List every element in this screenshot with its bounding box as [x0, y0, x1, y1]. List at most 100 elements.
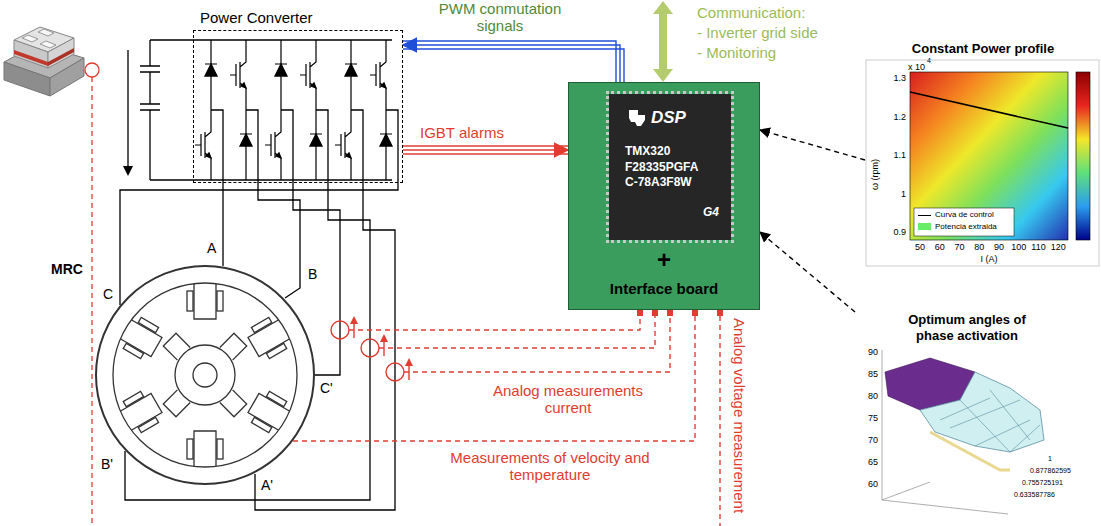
phase-terminal: C'	[320, 380, 333, 396]
axis-tick: 70	[954, 242, 964, 252]
igbt-module-illustration	[48, 48, 74, 66]
sensor-line	[85, 63, 99, 526]
pwm-signal-bus	[403, 49, 624, 82]
stator-drawing	[217, 439, 223, 459]
stator-drawing	[266, 343, 286, 358]
converter-circuit	[345, 40, 357, 110]
alarm-signal-bus	[403, 145, 568, 146]
axis-tick: 80	[868, 391, 878, 401]
chart-title: Constant Power profile	[865, 42, 1101, 57]
igbt-module-illustration	[48, 38, 74, 68]
stator-drawing	[163, 390, 190, 417]
stator-drawing	[251, 317, 271, 332]
stator-drawing	[113, 283, 297, 467]
axis-tick: 0.877862595	[1030, 467, 1071, 475]
data-pointer	[760, 130, 865, 160]
stator-drawing	[123, 391, 143, 406]
plus-sign: +	[569, 246, 759, 274]
block-title: Power Converter	[200, 9, 313, 26]
current-sensor	[350, 316, 358, 324]
motor-wire	[255, 110, 395, 510]
axis-title: I (A)	[981, 254, 998, 264]
axis-tick: 90	[868, 347, 878, 357]
converter-circuit	[230, 40, 246, 110]
igbt-module-illustration	[4, 62, 50, 96]
chip-brand: DSP	[651, 108, 686, 128]
connector-label: Measurements of velocity and temperature	[440, 449, 660, 484]
stator-drawing	[187, 439, 193, 459]
board-pin	[667, 310, 673, 316]
motor-wire	[120, 110, 398, 305]
legend-text: Curva de control	[935, 210, 994, 219]
communication-arrow	[653, 1, 673, 82]
stator-drawing	[244, 387, 292, 436]
axis-tick: 0.755725191	[1022, 479, 1063, 487]
current-sensor	[719, 316, 720, 526]
chip-part-number: TMX320 F28335PGFA C-78A3F8W	[625, 144, 713, 191]
axis-tick: 1	[901, 189, 906, 199]
current-sensor	[349, 316, 670, 372]
converter-circuit	[300, 40, 316, 110]
alarm-signal-bus	[403, 153, 568, 154]
communication-arrow	[653, 69, 673, 82]
sensor-line	[91, 77, 92, 526]
interface-board: + Interface board DSP TMX320 F28335PGFA C-7…	[568, 82, 760, 310]
pwm-signal-bus	[403, 41, 616, 82]
current-sensor	[386, 363, 404, 381]
axis-tick: 60	[868, 479, 878, 489]
power-profile-plot	[914, 208, 1014, 236]
stator-drawing	[220, 390, 247, 417]
data-pointer	[760, 130, 865, 160]
igbt-module-illustration	[14, 50, 48, 66]
connector-label: PWM conmutation signals	[425, 0, 575, 35]
board-pin	[652, 310, 658, 316]
pwm-signal-bus	[403, 41, 624, 82]
converter-circuit	[380, 110, 392, 180]
board-title: Interface board	[569, 280, 759, 297]
axis-tick: 50	[915, 242, 925, 252]
axis-title: ω (rpm)	[870, 159, 880, 190]
chip-revision: G4	[703, 206, 719, 220]
axis-tick: 0.9	[893, 227, 906, 237]
machine-name: MRC	[51, 261, 83, 277]
converter-circuit	[205, 40, 217, 110]
comm-item: - Inverter grid side	[697, 24, 818, 41]
current-sensor	[331, 321, 349, 339]
board-pin	[637, 310, 723, 316]
converter-circuit	[275, 40, 287, 110]
power-profile-plot	[910, 72, 1068, 240]
converter-circuit	[123, 166, 133, 176]
stator-drawing	[220, 333, 247, 360]
ti-logo	[629, 110, 645, 126]
phase-terminal: C	[103, 286, 113, 302]
stator-drawing	[187, 291, 193, 311]
pwm-signal-bus	[403, 45, 620, 82]
data-pointer	[760, 232, 855, 312]
board-pin	[637, 310, 643, 316]
axis-tick: 65	[868, 457, 878, 467]
phase-terminal: B	[308, 266, 317, 282]
alarm-signal-bus	[403, 146, 568, 154]
legend-line	[918, 215, 931, 216]
axis-multiplier: x 10	[908, 62, 925, 72]
axis-tick: 1.3	[893, 73, 906, 83]
measurement-line	[293, 310, 695, 441]
stator-drawing	[193, 363, 217, 387]
stator-drawing	[266, 391, 286, 406]
converter-circuit	[265, 110, 281, 180]
stator-drawing	[194, 431, 216, 466]
stator-drawing	[175, 345, 235, 405]
axis-tick: 100	[1011, 242, 1026, 252]
current-sensor	[361, 339, 379, 357]
axis-tick: 70	[868, 435, 878, 445]
stator-drawing	[244, 314, 292, 363]
converter-circuit	[195, 110, 211, 180]
communication-arrow	[653, 1, 673, 14]
converter-circuit	[335, 110, 351, 180]
ti-logo	[627, 108, 647, 128]
axis-multiplier: 4	[927, 57, 931, 65]
sensor-line	[85, 63, 99, 77]
stator-drawing	[220, 333, 247, 360]
